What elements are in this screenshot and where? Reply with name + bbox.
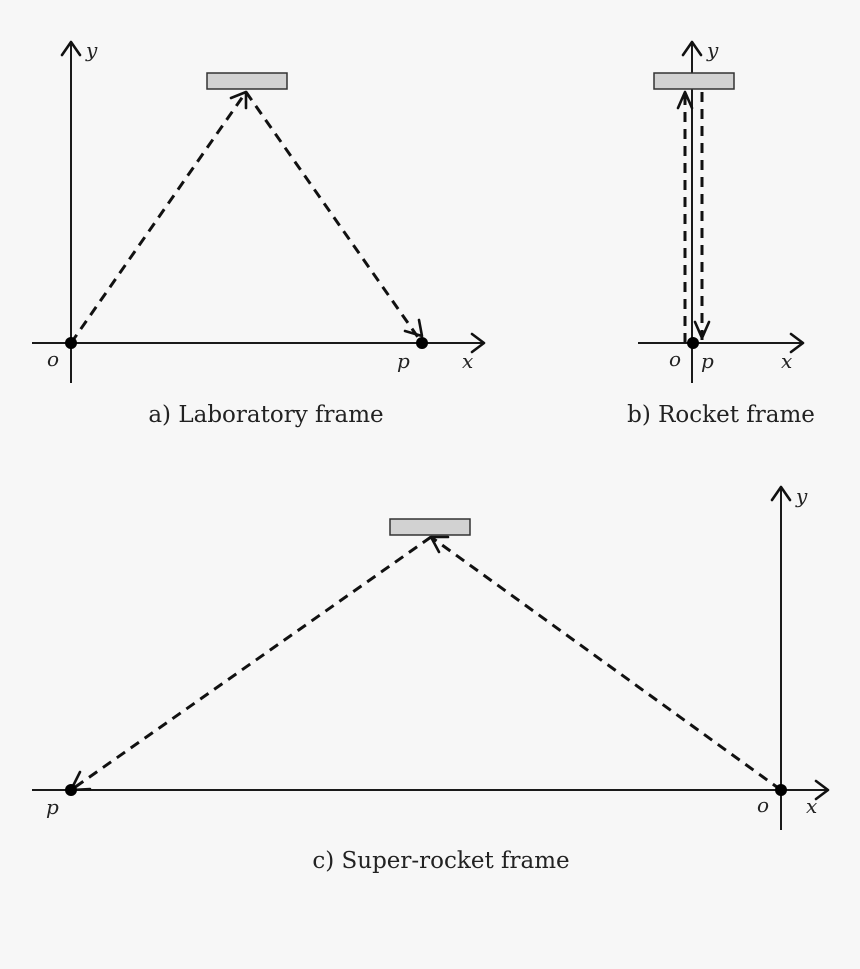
light-ray-down	[70, 535, 432, 792]
event-point-p	[416, 337, 428, 349]
origin-label: o	[757, 793, 769, 817]
ray-up-arrowhead	[429, 535, 450, 554]
light-ray-up	[69, 91, 248, 344]
x-axis-arrowhead	[789, 332, 805, 354]
panel-laboratory-frame: y x o p a) Laboratory frame	[32, 38, 486, 428]
light-ray-down	[244, 91, 424, 344]
y-axis-label: y	[706, 38, 719, 62]
point-label: p	[701, 349, 714, 373]
y-axis-label: y	[85, 38, 98, 62]
origin-label: o	[669, 347, 681, 371]
origin-label: o	[47, 347, 59, 371]
panel-caption: b) Rocket frame	[627, 402, 815, 428]
point-label: p	[397, 349, 410, 373]
panel-rocket-frame: y x o p b) Rocket frame	[627, 38, 815, 428]
panel-caption: c) Super-rocket frame	[312, 848, 569, 874]
mirror	[653, 72, 735, 90]
x-axis-label: x	[806, 794, 817, 818]
light-ray-up	[430, 535, 782, 792]
mirror	[206, 72, 288, 90]
panel-caption: a) Laboratory frame	[148, 402, 383, 428]
panel-super-rocket-frame: y x o p c) Super-rocket frame	[32, 484, 830, 874]
ray-down-arrowhead	[693, 320, 711, 340]
origin-point	[65, 337, 77, 349]
origin-point	[687, 337, 699, 349]
y-axis-arrowhead	[60, 40, 82, 57]
x-axis-label: x	[781, 349, 792, 373]
point-label: p	[46, 795, 59, 819]
event-point-p	[65, 784, 77, 796]
y-axis-arrowhead	[770, 485, 792, 502]
x-axis-arrowhead	[470, 332, 486, 354]
ray-down-arrowhead	[403, 318, 424, 338]
ray-up-arrowhead	[676, 90, 694, 110]
ray-up-arrowhead	[229, 90, 248, 110]
x-axis-label: x	[462, 349, 473, 373]
mirror	[389, 518, 471, 536]
y-axis-label: y	[795, 484, 808, 508]
y-axis-arrowhead	[681, 40, 703, 57]
origin-point	[775, 784, 787, 796]
x-axis-arrowhead	[814, 779, 830, 801]
